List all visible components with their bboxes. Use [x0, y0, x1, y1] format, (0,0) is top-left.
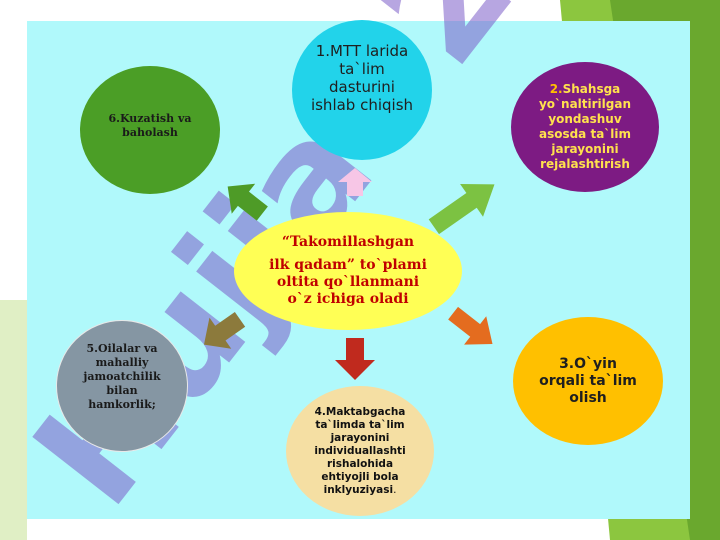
step-1-bubble: 1.MTT larida ta`lim dasturini ishlab chi…: [292, 20, 432, 160]
step-3-bubble: 3.O`yin orqali ta`lim olish: [513, 317, 663, 445]
arrow-downleft-olive: [203, 312, 246, 349]
step-2-number: 2.: [549, 82, 563, 96]
step-4-bubble: 4.Maktabgacha ta`limda ta`lim jarayonini…: [286, 386, 434, 516]
arrow-up-pink: [338, 168, 372, 196]
step-4-suffix: .: [393, 483, 397, 496]
arrow-upleft-green: [227, 183, 268, 221]
step-6-text: 6.Kuzatish va baholash: [108, 112, 192, 139]
step-1-text: 1.MTT larida ta`lim dasturini ishlab chi…: [310, 42, 414, 114]
step-3-text: 3.O`yin orqali ta`lim olish: [539, 355, 637, 406]
center-title-line2: ilk qadam” to`plami oltita qo`llanmani o…: [269, 257, 427, 307]
step-4-label: 4.Maktabgacha ta`limda ta`lim jarayonini…: [314, 405, 406, 496]
center-title-line1: “Takomillashgan: [281, 234, 415, 250]
center-ellipse: “Takomillashgan ilk qadam” to`plami olti…: [234, 212, 462, 330]
step-2-text: 2.Shahsga yo`naltirilgan yondashuv asosd…: [531, 82, 639, 172]
step-5-text: 5.Oilalar va mahalliy jamoatchilik bilan…: [83, 342, 161, 411]
step-5-bubble: 5.Oilalar va mahalliy jamoatchilik bilan…: [56, 320, 188, 452]
step-6-bubble: 6.Kuzatish va baholash: [80, 66, 220, 194]
step-4-text: 4.Maktabgacha ta`limda ta`lim jarayonini…: [312, 406, 408, 497]
arrow-down-red: [335, 338, 375, 380]
arrow-downright-orange: [448, 306, 493, 345]
arrow-upright-green: [428, 184, 495, 235]
step-2-label: Shahsga yo`naltirilgan yondashuv asosda …: [538, 82, 632, 171]
step-2-bubble: 2.Shahsga yo`naltirilgan yondashuv asosd…: [511, 62, 659, 192]
